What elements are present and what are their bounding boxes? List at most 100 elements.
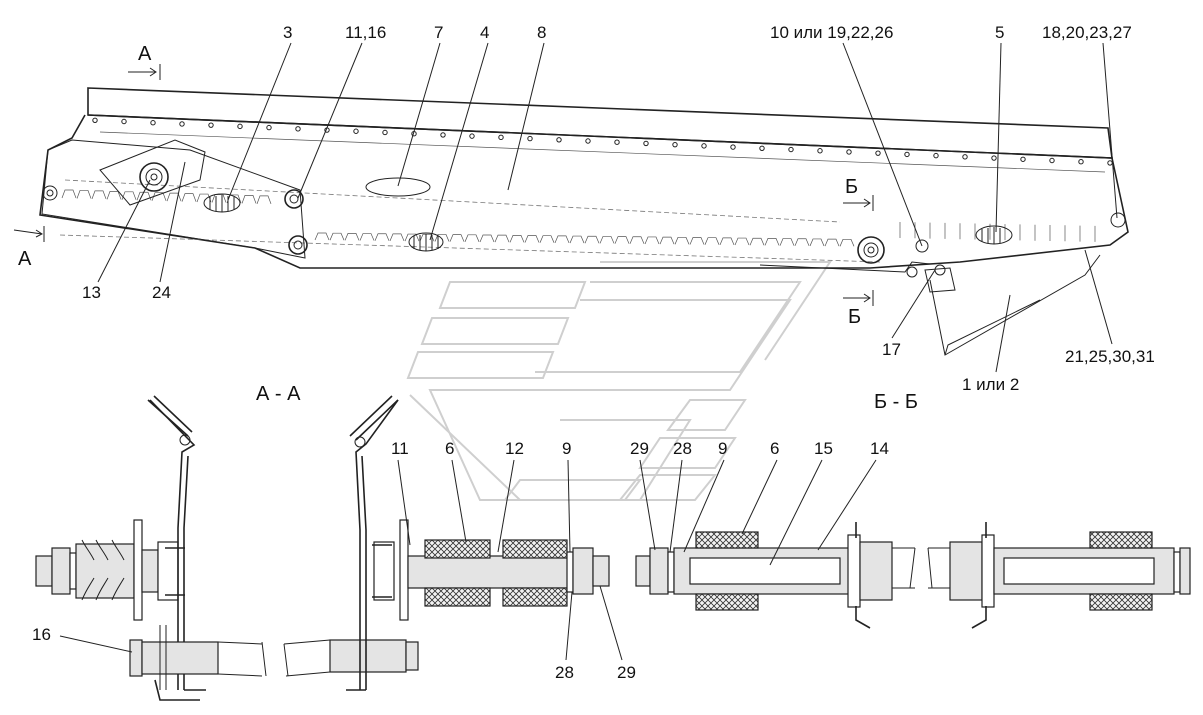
callout-18-20-23-27: 18,20,23,27 [1042, 23, 1132, 42]
sec-bb-9: 9 [718, 439, 727, 458]
chain-slat [76, 190, 92, 199]
chain-slat [61, 189, 77, 199]
sec-bb-15: 15 [814, 439, 833, 458]
oval-window [365, 177, 431, 197]
idler-roller-lower [288, 235, 308, 255]
rail-bolt [469, 133, 475, 139]
rail-bolt [121, 118, 127, 125]
chain-slat [344, 233, 360, 241]
rail-bolt [701, 143, 707, 149]
chain-slat [659, 236, 675, 245]
chain-slat [674, 236, 690, 245]
callout-17: 17 [882, 340, 901, 359]
shield-flap [759, 254, 1101, 356]
sec-aa-16: 16 [32, 625, 51, 644]
rail-bolt [1107, 160, 1113, 166]
section-b-top-label: Б [845, 176, 858, 198]
rail-bolt [759, 145, 765, 152]
rail-bolt [1078, 159, 1084, 165]
chain-left [61, 189, 272, 204]
rail-bolt [440, 132, 446, 138]
chain-slat [211, 194, 227, 203]
chain-slat [181, 193, 197, 202]
rail-bolt [1049, 157, 1055, 164]
chain-right [899, 222, 1096, 242]
rail-bolt [817, 148, 823, 154]
chain-slat [374, 233, 390, 241]
rail-bolt [266, 124, 272, 131]
chain-slat [809, 238, 825, 247]
chain-slat [794, 238, 810, 246]
rail-bolt [179, 121, 185, 127]
section-b-bottom-label: Б [848, 306, 861, 328]
chain-slat [404, 233, 420, 242]
bolt-10 [915, 239, 929, 253]
chain-slat [241, 195, 257, 204]
rail-bolt [527, 135, 533, 142]
section-a-left-label: А [18, 248, 32, 270]
clamp-group-4 [408, 232, 444, 252]
top-bolt-row [92, 117, 1113, 166]
rail-bolt [150, 120, 156, 126]
section-marker-b: Б Б [843, 176, 874, 328]
watermark-logo [406, 261, 832, 501]
chain-slat [629, 236, 645, 244]
chain-slat [764, 238, 780, 246]
chain-slat [839, 238, 855, 247]
callout-11-16: 11,16 [345, 23, 386, 42]
sec-bb-28: 28 [673, 439, 692, 458]
chain-slat [644, 236, 660, 245]
tension-roller-right [857, 236, 885, 264]
rail-bolt [991, 155, 997, 161]
rail-bolt [643, 140, 649, 147]
callout-4: 4 [480, 23, 489, 42]
sec-aa-12: 12 [505, 439, 524, 458]
callouts-main: 3 11,16 7 4 8 10 или 19,22,26 5 18,20,23… [82, 23, 1155, 394]
sec-bb-29: 29 [630, 439, 649, 458]
section-bb-right [927, 522, 1191, 629]
rail-bolt [614, 139, 620, 145]
chain-slat [136, 191, 152, 201]
sec-aa-6: 6 [445, 439, 454, 458]
rail-bolt [1020, 156, 1026, 162]
rail-bolt [846, 149, 852, 155]
chain-slat [704, 237, 720, 245]
chain-slat [464, 234, 480, 242]
left-end-roller [42, 185, 58, 201]
section-a-top-label: А [138, 43, 152, 65]
section-aa-title: А - А [256, 383, 301, 405]
chain-slat [166, 192, 182, 202]
callout-8: 8 [537, 23, 546, 42]
chain-slat [599, 236, 615, 244]
callout-3: 3 [283, 23, 292, 42]
chain-slat [734, 237, 750, 246]
right-end-roller [1110, 212, 1126, 228]
rail-bolt [353, 128, 359, 134]
chain-slat [539, 235, 555, 243]
section-bb-left [635, 522, 916, 629]
section-marker-a: А А [13, 43, 161, 270]
chain-slat [554, 235, 570, 244]
chain-slat [359, 233, 375, 241]
chain-slat [779, 238, 795, 246]
section-aa-right-half [283, 395, 610, 691]
sec-aa-11: 11 [391, 439, 409, 458]
sec-aa-28: 28 [555, 663, 574, 682]
sec-bb-14: 14 [870, 439, 889, 458]
callout-24: 24 [152, 283, 171, 302]
chain-slat [524, 235, 540, 243]
conveyor-side-view [39, 87, 1129, 356]
rail-bolt [498, 134, 504, 141]
callout-5: 5 [995, 23, 1004, 42]
rail-bolt [730, 144, 736, 150]
chain-slat [389, 233, 405, 242]
rail-bolt [208, 122, 214, 128]
chain-slat [479, 234, 495, 243]
chain-slat [256, 195, 272, 204]
section-aa-left-half [35, 395, 267, 701]
section-bb-title: Б - Б [874, 391, 918, 413]
chain-lower [314, 232, 855, 247]
rail-bolt [904, 151, 910, 158]
sec-aa-29: 29 [617, 663, 636, 682]
